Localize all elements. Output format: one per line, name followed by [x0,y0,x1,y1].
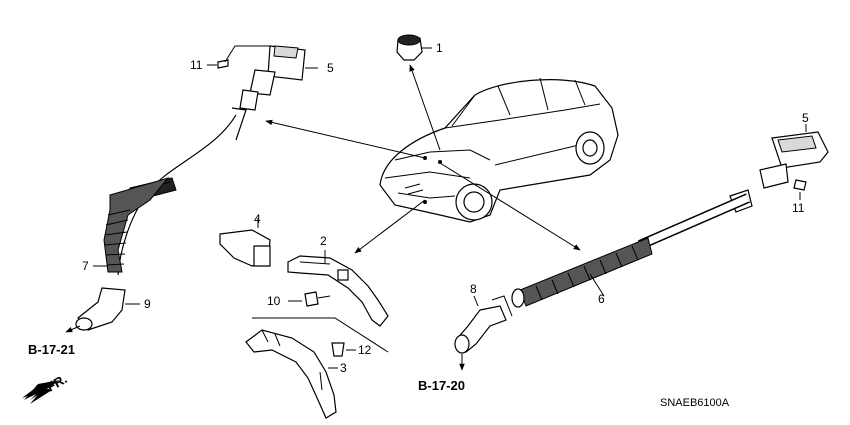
left-elbow-9 [65,287,140,333]
part-10-bolt [288,291,331,307]
right-screw-11 [793,179,807,200]
callout-8: 8 [470,282,477,296]
part-4-connector [219,218,271,267]
part-2-bracket [287,250,389,327]
left-washer-nozzle [239,45,318,111]
callout-11-right: 11 [792,201,805,215]
left-hose-corrugation [103,177,177,273]
right-washer-nozzle [759,124,829,189]
right-hose-6 [511,189,753,308]
reference-right: B-17-20 [418,378,465,393]
callout-1: 1 [436,41,443,55]
callout-6: 6 [598,292,605,306]
callout-12: 12 [358,343,372,357]
callout-7: 7 [82,259,89,273]
left-screw-11 [207,45,270,69]
part-1-clip [396,34,432,61]
front-direction-arrow [22,380,60,404]
callout-5-left: 5 [327,61,334,75]
callout-arrows [265,64,581,254]
reference-left: B-17-21 [28,342,75,357]
callout-5-right: 5 [802,111,809,125]
callout-10: 10 [267,294,281,308]
callout-4: 4 [254,212,261,226]
callout-3: 3 [340,361,347,375]
part-12-clip [331,342,356,357]
right-elbow-8 [454,295,513,371]
callout-11-left: 11 [190,58,203,72]
part-3-bracket [245,317,389,419]
callout-9: 9 [144,297,151,311]
car-illustration [379,77,619,223]
diagram-code: SNAEB6100A [660,397,730,409]
callout-2: 2 [320,234,327,248]
callout-labels: 1 2 3 4 5 5 6 7 8 9 10 11 11 12 [82,41,809,375]
left-hose-7 [93,107,247,276]
